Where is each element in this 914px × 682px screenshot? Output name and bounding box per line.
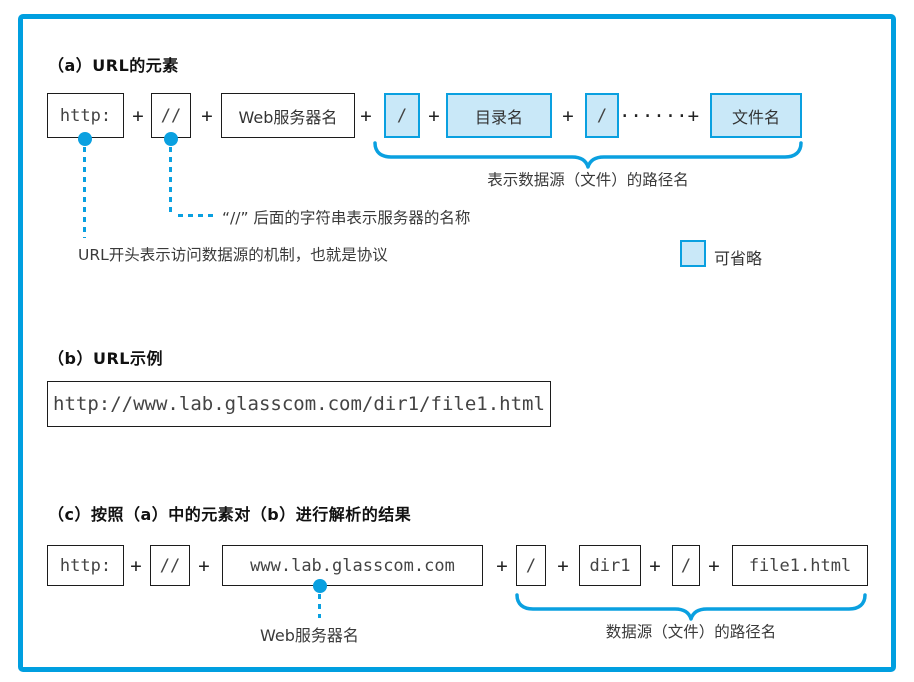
url-box-directory-name: 目录名 <box>446 93 552 138</box>
url-box-file-name: 文件名 <box>710 93 802 138</box>
plus-separator: + <box>649 554 661 577</box>
callout-line-hostname <box>318 594 321 618</box>
callout-dot-slashes <box>164 132 178 146</box>
parsed-box-slash: / <box>672 545 700 586</box>
plus-separator: + <box>132 104 144 127</box>
path-brace-label: 表示数据源（文件）的路径名 <box>487 171 689 189</box>
annotation-server: “//” 后面的字符串表示服务器的名称 <box>222 209 471 227</box>
parsed-box-directory: dir1 <box>579 545 641 586</box>
plus-separator: + <box>708 554 720 577</box>
parsed-box-scheme: http: <box>47 545 124 586</box>
parsed-box-filename: file1.html <box>732 545 868 586</box>
url-example-box: http://www.lab.glasscom.com/dir1/file1.h… <box>47 381 551 427</box>
diagram-border-frame <box>18 14 896 672</box>
plus-separator: + <box>130 554 142 577</box>
legend-optional-swatch <box>680 240 706 267</box>
legend-optional-label: 可省略 <box>714 249 763 268</box>
plus-separator: + <box>562 104 574 127</box>
section-a-title: （a）URL的元素 <box>48 56 179 75</box>
callout-dot-scheme <box>78 132 92 146</box>
callout-dot-hostname <box>313 579 327 593</box>
parsed-box-hostname: www.lab.glasscom.com <box>222 545 483 586</box>
parsed-box-slashes: // <box>150 545 190 586</box>
path-underbrace <box>373 141 803 169</box>
plus-separator: + <box>557 554 569 577</box>
url-box-slash-optional: / <box>384 93 420 138</box>
callout-line-slashes <box>169 147 172 216</box>
plus-separator: + <box>496 554 508 577</box>
annotation-protocol: URL开头表示访问数据源的机制，也就是协议 <box>78 246 388 264</box>
url-box-webserver-name: Web服务器名 <box>221 93 355 138</box>
plus-separator: + <box>428 104 440 127</box>
callout-line-scheme <box>83 147 86 238</box>
section-b-title: （b）URL示例 <box>48 349 163 368</box>
path-brace-label-c: 数据源（文件）的路径名 <box>605 623 777 641</box>
plus-separator: + <box>198 554 210 577</box>
callout-dash-slashes <box>178 214 214 217</box>
url-box-slash-optional: / <box>585 93 619 138</box>
parsed-box-slash: / <box>516 545 546 586</box>
ellipsis-plus-separator: ······+ <box>618 104 700 127</box>
plus-separator: + <box>201 104 213 127</box>
path-underbrace <box>515 593 867 621</box>
plus-separator: + <box>360 104 372 127</box>
section-c-title: （c）按照（a）中的元素对（b）进行解析的结果 <box>48 505 412 524</box>
webserver-name-label: Web服务器名 <box>260 626 359 645</box>
